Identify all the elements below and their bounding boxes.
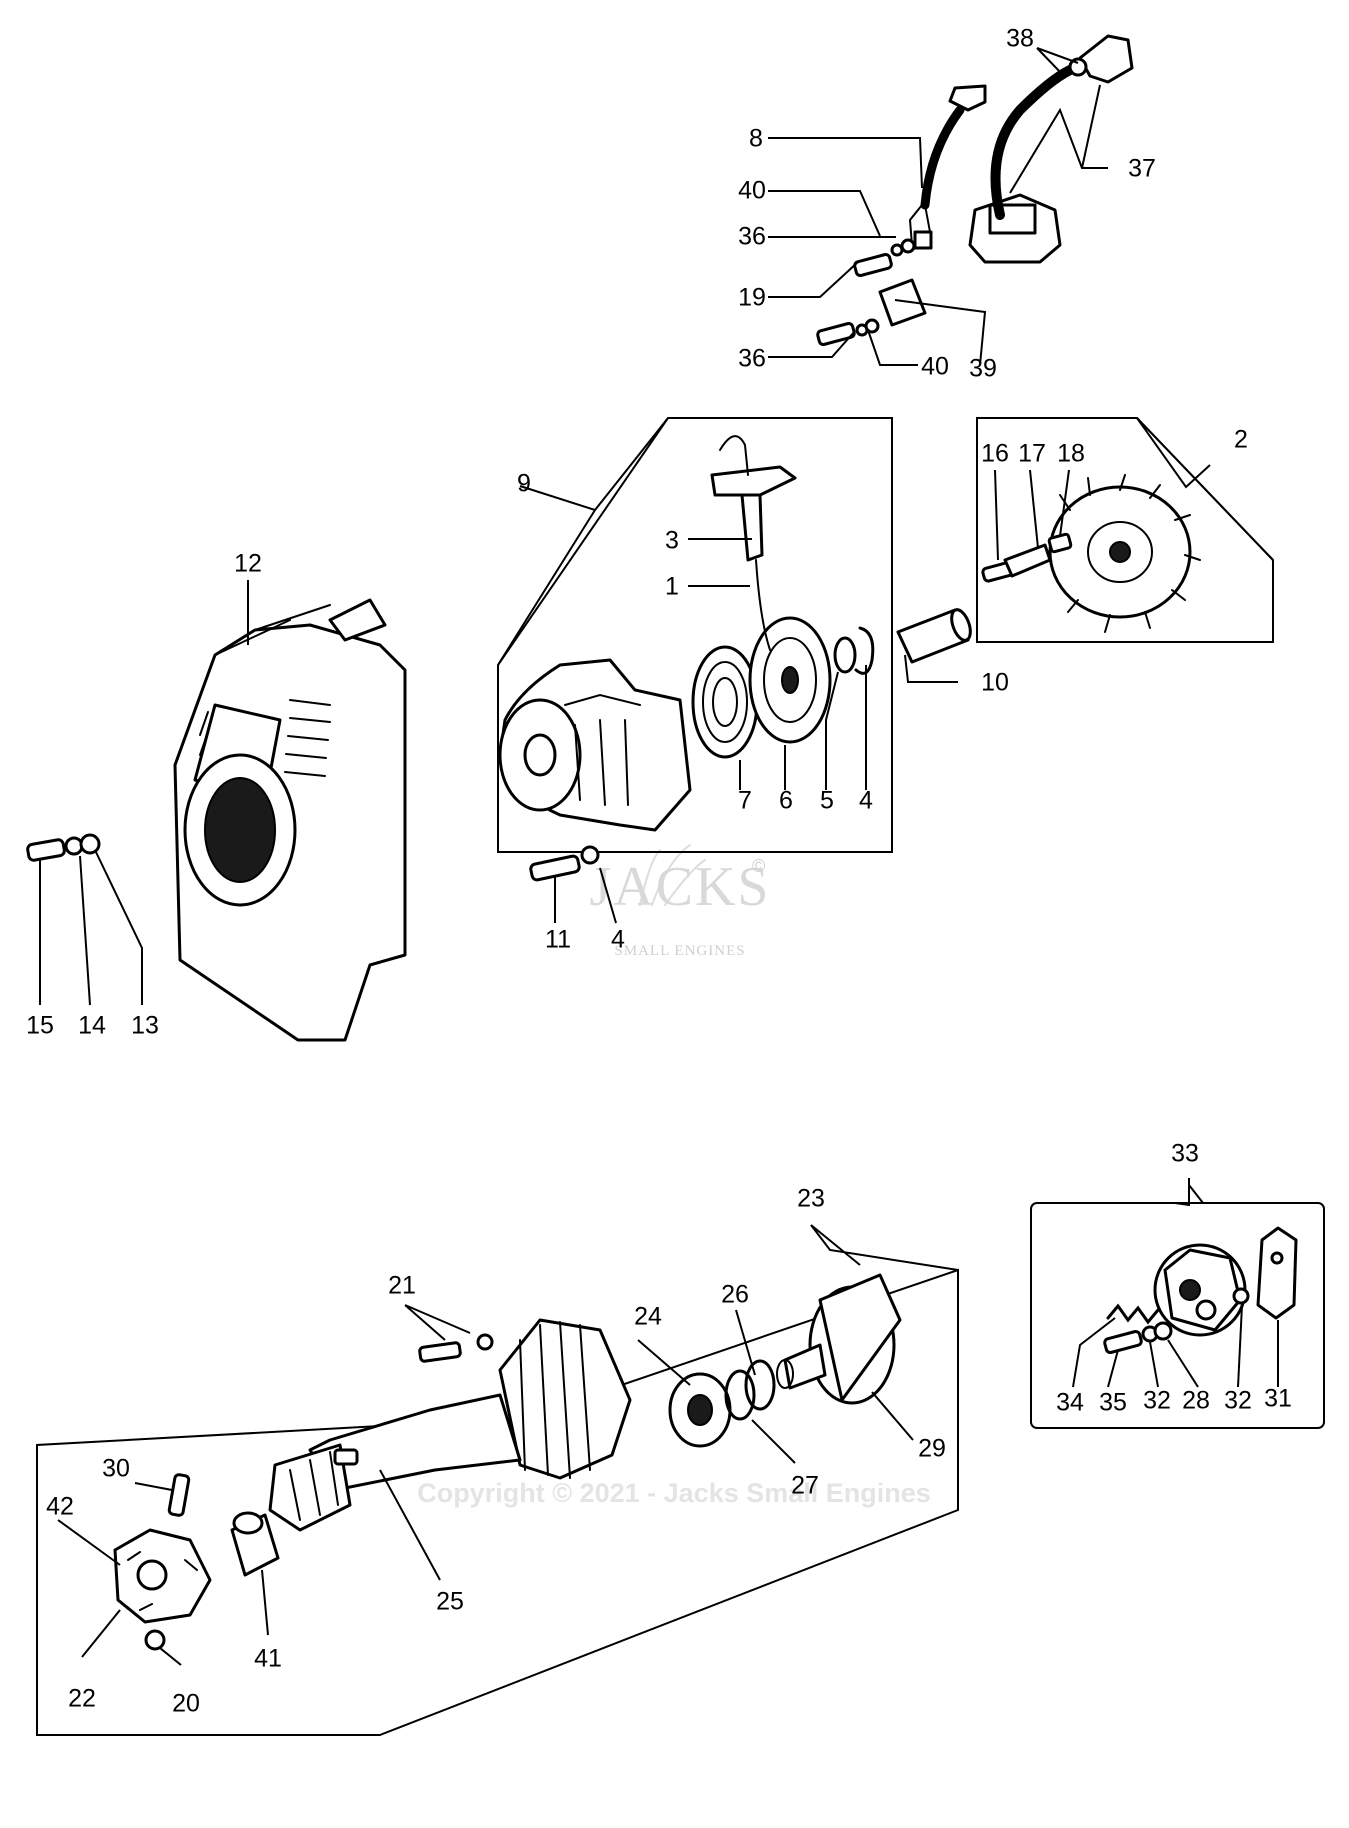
fan-housing: [173, 598, 407, 1042]
callout-4: 4: [859, 787, 873, 815]
callout-18: 18: [1057, 440, 1085, 468]
callout-40: 40: [738, 177, 766, 205]
bushing: [230, 1511, 280, 1577]
callout-27: 27: [791, 1472, 819, 1500]
drive-shaft-housing: [308, 1318, 632, 1492]
callout-32-right: 32: [1224, 1387, 1252, 1415]
callout-24: 24: [634, 1303, 662, 1331]
starter-rope-and-handle: [710, 435, 797, 651]
pulley-washer-and-clip: [833, 626, 875, 675]
callout-20: 20: [172, 1690, 200, 1718]
gear-head-mount: [113, 1528, 212, 1624]
bearing-and-rings: [668, 1359, 776, 1448]
callout-1: 1: [665, 573, 679, 601]
callout-8: 8: [749, 125, 763, 153]
starter-assembly-frame: [497, 417, 893, 853]
copyright-notice: Copyright © 2021 - Jacks Small Engines: [417, 1478, 931, 1508]
spark-plug-cap: [1068, 34, 1134, 84]
coil-screws-and-washers: [816, 238, 916, 347]
callout-32: 32: [1143, 1387, 1171, 1415]
callout-40-lower: 40: [921, 353, 949, 381]
callout-28: 28: [1182, 1387, 1210, 1415]
callout-21: 21: [388, 1272, 416, 1300]
callout-30: 30: [102, 1455, 130, 1483]
watermark-copyright-mark: ©: [752, 856, 765, 876]
callout-22: 22: [68, 1685, 96, 1713]
callout-14: 14: [78, 1012, 106, 1040]
flywheel: [1048, 474, 1201, 633]
callout-25: 25: [436, 1588, 464, 1616]
callout-16: 16: [981, 440, 1009, 468]
watermark-brand: JACKS: [589, 856, 770, 918]
callout-10: 10: [981, 669, 1009, 697]
callout-42: 42: [46, 1493, 74, 1521]
callout-19: 19: [738, 284, 766, 312]
callout-12: 12: [234, 550, 262, 578]
callout-15: 15: [26, 1012, 54, 1040]
callout-26: 26: [721, 1281, 749, 1309]
callout-9: 9: [517, 470, 531, 498]
flywheel-hardware: [981, 532, 1073, 583]
callout-41: 41: [254, 1645, 282, 1673]
callout-37: 37: [1128, 155, 1156, 183]
callout-3: 3: [665, 527, 679, 555]
callout-36-lower: 36: [738, 345, 766, 373]
ignition-shim: [878, 278, 927, 327]
leader-lines: [39, 47, 1279, 1666]
callout-13: 13: [131, 1012, 159, 1040]
callout-6: 6: [779, 787, 793, 815]
callout-38: 38: [1006, 25, 1034, 53]
fan-housing-screw-and-washers: [26, 833, 101, 862]
callout-11: 11: [545, 926, 571, 954]
spacer-tube: [896, 608, 972, 664]
watermark-subtitle: SMALL ENGINES: [614, 943, 745, 959]
callout-39: 39: [969, 355, 997, 383]
ignition-wire: [908, 84, 987, 250]
clutch-shoe-assembly: [1153, 1243, 1247, 1337]
callout-36: 36: [738, 223, 766, 251]
ignition-coil: [968, 65, 1075, 264]
clutch-plate: [1256, 1226, 1298, 1320]
callout-5: 5: [820, 787, 834, 815]
watermark: JACKS © SMALL ENGINES: [589, 844, 770, 959]
callout-17: 17: [1018, 440, 1046, 468]
clutch-spring-and-screws: [1103, 1287, 1250, 1355]
clamp-sleeve: [268, 1443, 359, 1532]
callout-35: 35: [1099, 1389, 1127, 1417]
recoil-spring: [691, 645, 759, 759]
flywheel-assembly-frame: [976, 417, 1274, 643]
starter-screw-and-washer: [529, 845, 600, 882]
callout-29: 29: [918, 1435, 946, 1463]
callout-2: 2: [1234, 426, 1248, 454]
callout-31: 31: [1264, 1385, 1292, 1413]
starter-housing: [498, 658, 692, 832]
housing-bolts-and-nuts: [144, 1333, 494, 1651]
callout-numbers: 38 8 37 40 36 19 36 40 39 9 3 1 7 6 5 4 …: [26, 25, 1292, 1718]
callout-33: 33: [1171, 1140, 1199, 1168]
callout-4-screw: 4: [611, 926, 625, 954]
callout-7: 7: [738, 787, 752, 815]
starter-pulley: [748, 616, 832, 744]
callout-34: 34: [1056, 1389, 1084, 1417]
callout-23: 23: [797, 1185, 825, 1213]
clutch-drum: [776, 1273, 902, 1405]
